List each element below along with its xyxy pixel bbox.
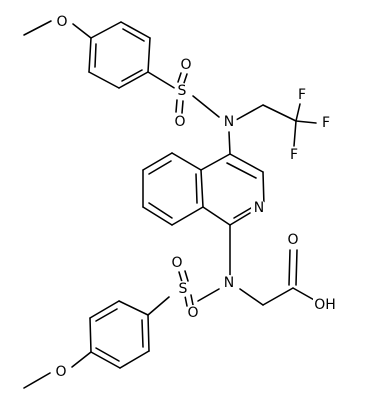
atom-label-o-top-methoxy: O: [56, 14, 67, 30]
bond-top-ring-6: [90, 21, 122, 39]
atom-n-top: N: [221, 114, 237, 130]
bond-benzo-inner-3: [195, 173, 198, 204]
bond-bottom-ring-5: [119, 350, 150, 369]
bond-bottom-ring-inner-2: [95, 347, 120, 362]
bond-s-bottom-o-upper-b: [184, 270, 189, 282]
bond-bottom-ring-inner-1: [95, 308, 118, 322]
bond-n-top-isoquinoline: [228, 131, 231, 155]
atom-oh-acid: OH: [313, 297, 338, 313]
bond-cf3-f-upper: [295, 103, 301, 122]
atom-f-lower: F: [287, 147, 301, 163]
bond-top-ring-inner-1: [94, 43, 97, 68]
bond-top-ring-2: [88, 71, 120, 89]
bond-s-top-o-lower-b: [181, 100, 184, 114]
bond-s-bottom-o-upper-a: [178, 271, 183, 283]
bond-isoquinoline-inner-2: [233, 207, 252, 219]
bond-top-ring-5: [120, 21, 151, 39]
bond-isoquinoline-inner-1: [226, 162, 257, 179]
atom-label-o-acid-carbonyl: O: [287, 232, 298, 248]
bond-top-ring-inner-2: [121, 69, 143, 82]
bond-top-ring-1: [88, 37, 92, 73]
bond-s-top-o-upper-a: [177, 72, 182, 83]
bond-s-bottom-ring: [147, 296, 170, 316]
bond-ch2-carboxyl: [262, 287, 294, 306]
bond-n-bottom-ch2: [239, 288, 264, 306]
atom-s-top: S: [174, 83, 190, 99]
bond-layer: [23, 20, 317, 389]
atom-label-o-top-sulfonyl-lower: O: [174, 114, 185, 130]
bond-ring-o-bottom: [71, 351, 92, 368]
atom-o-bottom-methoxy: O: [53, 364, 69, 380]
bond-top-ring-3: [118, 71, 149, 89]
bond-carboxyl-co-b: [295, 249, 298, 286]
bond-bottom-ring-4: [90, 351, 121, 369]
atom-label-s-top: S: [178, 83, 187, 99]
bond-ring-to-s-top: [147, 71, 177, 90]
bond-o-bottom-methyl: [23, 372, 51, 389]
atom-o-top-sulfonyl-lower: O: [172, 114, 188, 130]
atom-n-bottom: N: [221, 275, 237, 291]
atom-label-f-upper: F: [298, 87, 306, 103]
bond-carboxyl-oh: [292, 287, 317, 302]
atom-label-f-lower: F: [290, 147, 298, 163]
bond-benzo-2: [142, 152, 173, 171]
atom-o-bottom-sulfonyl-upper: O: [169, 255, 185, 271]
bond-s-top-o-lower-a: [175, 99, 178, 113]
atom-o-top-sulfonyl-upper: O: [178, 57, 194, 73]
atom-f-right: F: [319, 115, 333, 131]
bond-methyl-o-top: [23, 20, 52, 36]
atom-label-n-ring: N: [254, 200, 264, 216]
atom-label-o-bottom-sulfonyl-upper: O: [171, 255, 182, 271]
atom-label-layer: O S O O N F F F: [53, 14, 338, 380]
bond-s-top-o-upper-b: [183, 73, 188, 84]
atom-label-n-top: N: [224, 114, 234, 130]
atom-o-top-methoxy: O: [54, 14, 70, 30]
atom-label-oh-acid: OH: [314, 297, 336, 313]
bond-benzo-1: [171, 152, 202, 171]
bond-benzo-4: [142, 206, 173, 226]
bond-s-bottom-o-lower-a: [184, 295, 188, 307]
bond-benzo-5: [171, 206, 204, 226]
bond-bottom-ring-6: [147, 314, 150, 352]
bond-benzo-inner-2: [148, 202, 173, 219]
bond-cf3-f-right: [295, 120, 317, 124]
bond-isoquinoline-6: [229, 153, 264, 173]
bond-o-ring-top: [72, 23, 92, 39]
bond-s-top-n-top: [192, 95, 220, 118]
bond-isoquinoline-4: [229, 212, 251, 226]
bond-top-ring-inner-3: [122, 28, 145, 42]
atom-s-bottom: S: [175, 281, 191, 297]
bond-benzo-inner-1: [148, 160, 172, 175]
bond-cf3-f-lower: [293, 120, 297, 147]
bond-isoquinoline-5: [262, 171, 265, 207]
bond-s-bottom-o-lower-b: [190, 294, 194, 306]
bond-top-ring-4: [147, 37, 151, 73]
atom-o-acid-carbonyl: O: [285, 232, 301, 248]
bond-carboxyl-co-a: [288, 249, 291, 286]
bond-isoquinoline-2: [200, 169, 204, 208]
bond-bottom-ring-1: [118, 300, 149, 316]
bond-bottom-ring-inner-3: [141, 319, 144, 348]
bond-bottom-ring-2: [89, 300, 120, 319]
bond-bottom-ring-3: [89, 317, 92, 353]
atom-label-f-right: F: [322, 115, 330, 131]
atom-label-n-bottom: N: [224, 275, 234, 291]
atom-f-upper: F: [295, 87, 309, 103]
bond-n-bottom-s-bottom: [197, 288, 220, 302]
atom-label-o-bottom-sulfonyl-lower: O: [187, 305, 198, 321]
atom-o-bottom-sulfonyl-lower: O: [185, 305, 201, 321]
atom-label-o-bottom-methoxy: O: [55, 364, 66, 380]
bond-isoquinoline-1: [200, 153, 231, 171]
atom-n-ring: N: [251, 200, 267, 216]
atom-label-o-top-sulfonyl-upper: O: [180, 57, 191, 73]
bond-n-top-ch2: [235, 104, 264, 121]
atom-label-s-bottom: S: [179, 281, 188, 297]
bond-ch2-cf3: [262, 104, 297, 122]
bond-isoquinoline-3: [202, 206, 231, 226]
